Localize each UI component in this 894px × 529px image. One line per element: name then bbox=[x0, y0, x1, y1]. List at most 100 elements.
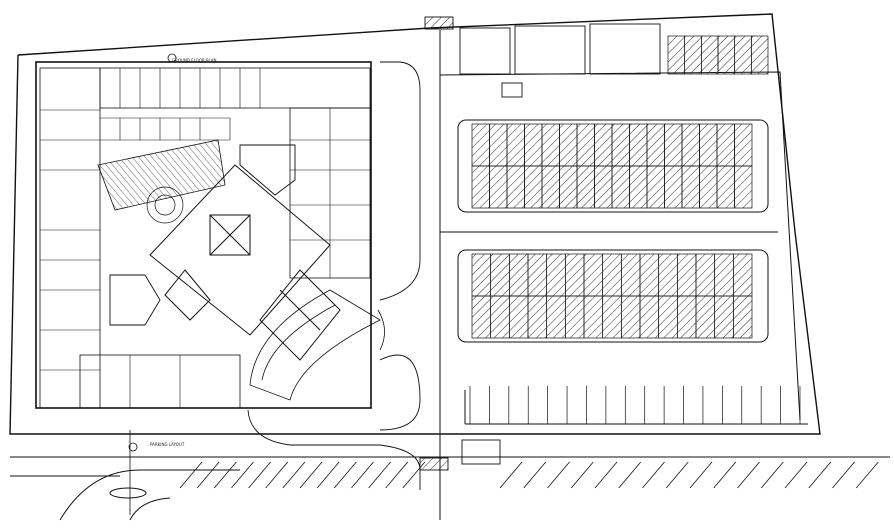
angled-bay-line bbox=[351, 461, 374, 489]
parking-bay bbox=[489, 123, 508, 167]
parking-bay bbox=[576, 165, 595, 209]
parking-bay bbox=[527, 253, 548, 297]
parking-bay bbox=[524, 123, 543, 167]
angled-bay-line bbox=[665, 461, 689, 489]
angled-bay-line bbox=[570, 461, 594, 489]
parking-bay bbox=[629, 165, 648, 209]
parking-bay bbox=[699, 165, 718, 209]
parking-bay bbox=[734, 123, 753, 167]
parking-bay bbox=[541, 165, 560, 209]
building bbox=[35, 61, 372, 409]
angled-bay-line bbox=[689, 461, 713, 489]
parking-bay bbox=[611, 123, 630, 167]
parking-bay bbox=[583, 253, 604, 297]
angled-bay-line bbox=[333, 461, 357, 489]
plan-title-label: GROUND FLOOR PLAN bbox=[172, 58, 217, 63]
parking-bay bbox=[700, 35, 719, 75]
parking-bay bbox=[583, 295, 604, 339]
parking-title-label: PARKING LAYOUT bbox=[150, 442, 185, 447]
parking-bay bbox=[717, 35, 736, 75]
parking-bay bbox=[471, 295, 492, 339]
parking-bay bbox=[716, 123, 735, 167]
parking-bay bbox=[658, 253, 678, 297]
parking-bay bbox=[714, 253, 734, 297]
site-boundary bbox=[9, 13, 821, 435]
parking-bay bbox=[646, 165, 665, 209]
landscape-lines bbox=[247, 61, 421, 490]
parking-bay bbox=[524, 165, 543, 209]
parking-bay bbox=[489, 165, 508, 209]
parking-bay bbox=[506, 165, 525, 209]
parking-bay bbox=[695, 253, 716, 297]
parking-bay bbox=[695, 295, 716, 339]
angled-bay-line bbox=[855, 461, 879, 489]
parking-bay bbox=[471, 253, 492, 297]
hatched-roof bbox=[97, 139, 226, 211]
parking-bay bbox=[664, 165, 683, 209]
parking-bay bbox=[611, 165, 630, 209]
parking-bay bbox=[639, 253, 660, 297]
parking-bay bbox=[620, 295, 641, 339]
parking-bay bbox=[716, 165, 735, 209]
top-structures bbox=[419, 16, 661, 471]
angled-bay-line bbox=[499, 461, 523, 489]
parking-bay bbox=[559, 165, 578, 209]
parking-bay bbox=[676, 295, 697, 339]
parking-bay bbox=[471, 165, 490, 209]
angled-bay-line bbox=[368, 461, 391, 489]
parking-bay bbox=[508, 253, 529, 297]
parking-bay bbox=[594, 165, 613, 209]
parking-bay bbox=[471, 123, 490, 167]
parking-block-upper bbox=[471, 123, 753, 209]
courtyard-east bbox=[239, 144, 296, 196]
angled-bay-line bbox=[316, 461, 340, 489]
parking-bay bbox=[714, 295, 734, 339]
parking-bay bbox=[620, 253, 641, 297]
angled-bay-line bbox=[248, 461, 271, 489]
angled-bay-line bbox=[713, 461, 737, 489]
axis-marker bbox=[128, 53, 177, 515]
angled-bay-line bbox=[594, 461, 618, 489]
angled-bay-line bbox=[385, 461, 409, 489]
parking-bay bbox=[602, 295, 622, 339]
parking-row-top-right bbox=[667, 35, 769, 75]
parking-bay bbox=[639, 295, 660, 339]
parking-bay bbox=[732, 295, 753, 339]
angled-bay-line bbox=[213, 461, 237, 489]
entrance-ramp bbox=[249, 289, 385, 401]
parking-bay bbox=[508, 295, 529, 339]
parking-bay bbox=[658, 295, 678, 339]
parking-bay bbox=[629, 123, 648, 167]
angled-bay-line bbox=[547, 461, 570, 489]
parking-bay bbox=[602, 253, 622, 297]
parking-bay bbox=[667, 35, 686, 75]
parking-bay bbox=[490, 253, 510, 297]
parking-bay bbox=[576, 123, 595, 167]
parking-bay bbox=[681, 123, 700, 167]
spiral-stair bbox=[146, 186, 184, 224]
parking-bay bbox=[699, 123, 718, 167]
parking-bay bbox=[684, 35, 702, 75]
parking-bay bbox=[676, 253, 697, 297]
parking-bay bbox=[490, 295, 510, 339]
courtyard-west bbox=[109, 274, 161, 326]
parking-block-lower bbox=[471, 253, 753, 339]
parking-bay bbox=[546, 253, 566, 297]
angled-bay-line bbox=[618, 461, 642, 489]
angled-bay-line bbox=[282, 461, 306, 489]
angled-bay-line bbox=[179, 461, 203, 489]
parking-bay bbox=[732, 253, 753, 297]
central-block bbox=[149, 164, 341, 361]
parking-bay bbox=[546, 295, 566, 339]
angled-bay-line bbox=[642, 461, 665, 489]
angled-bay-line bbox=[265, 461, 289, 489]
parking-bay bbox=[664, 123, 683, 167]
parking-bay bbox=[541, 123, 560, 167]
parking-bay bbox=[527, 295, 548, 339]
parking-bay bbox=[564, 295, 585, 339]
parking-bay bbox=[734, 35, 752, 75]
parking-row-bottom bbox=[469, 386, 801, 424]
angled-bay-line bbox=[231, 461, 254, 489]
parking-bay bbox=[646, 123, 665, 167]
